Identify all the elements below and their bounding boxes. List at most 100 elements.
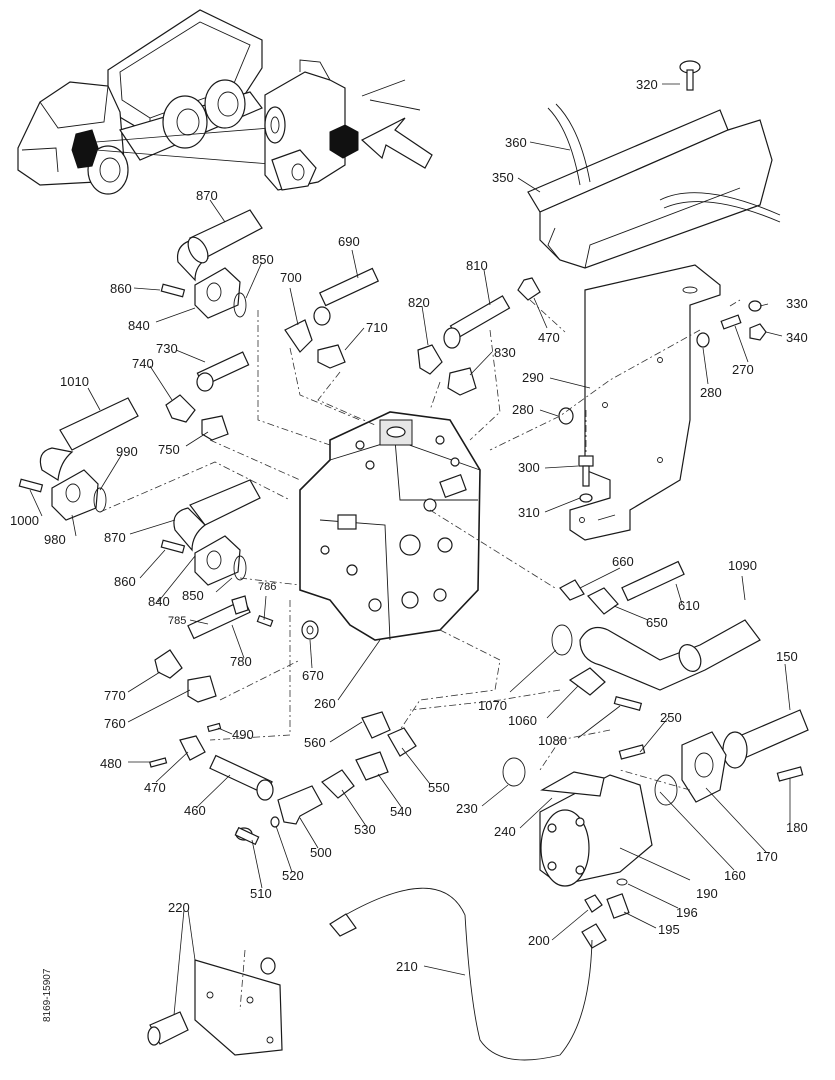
callout-260: 260 [314,696,336,711]
callout-786: 786 [258,581,276,593]
callout-540: 540 [390,804,412,819]
fitting-730-740-750 [165,351,250,441]
bolt-320 [679,60,701,91]
plug-670 [301,620,319,640]
callout-980: 980 [44,532,66,547]
callout-660: 660 [612,554,634,569]
callout-520: 520 [282,868,304,883]
callout-195: 195 [658,922,680,937]
callout-470a: 470 [538,330,560,345]
valve-block-260 [299,411,481,641]
callout-360: 360 [505,135,527,150]
fitting-810-820-830-470 [417,277,541,396]
hose-870-upper [176,209,263,282]
callout-870a: 870 [196,188,218,203]
callout-196: 196 [676,905,698,920]
bracket-290 [569,264,721,541]
callout-760: 760 [104,716,126,731]
callout-1060: 1060 [508,713,537,728]
callout-220: 220 [168,900,190,915]
callout-840b: 840 [148,594,170,609]
bolt-300-washer-310 [578,455,594,503]
callout-780: 780 [230,654,252,669]
callout-860a: 860 [110,281,132,296]
callout-290: 290 [522,370,544,385]
callout-480: 480 [100,756,122,771]
fitting-690-700-710 [284,267,380,369]
callout-170: 170 [756,849,778,864]
callout-1010: 1010 [60,374,89,389]
callout-250: 250 [660,710,682,725]
callout-870b: 870 [104,530,126,545]
callout-470b: 470 [144,780,166,795]
flange-840-860-850-upper [160,267,247,319]
callout-650: 650 [646,615,668,630]
callout-270: 270 [732,362,754,377]
hose-360 [547,103,781,223]
hose-780-fittings [154,595,274,703]
callout-200: 200 [528,933,550,948]
mounting-rail-350 [527,109,773,269]
callout-840a: 840 [128,318,150,333]
callout-785: 785 [168,615,186,627]
callout-830: 830 [494,345,516,360]
callout-340: 340 [786,330,808,345]
bolt-270-washers [696,300,767,348]
callout-500: 500 [310,845,332,860]
bracket-220 [147,957,283,1056]
sensor-195-196-200 [581,878,630,949]
hose-1090-pipe-1060 [551,619,761,696]
hose-870-lower-flange-840-850 [160,479,261,586]
leader-lines [29,83,791,1016]
callout-350: 350 [492,170,514,185]
o-ring-230 [502,757,526,787]
callout-1080: 1080 [538,733,567,748]
callout-230: 230 [456,801,478,816]
callout-730: 730 [156,341,178,356]
callout-810: 810 [466,258,488,273]
callout-690: 690 [338,234,360,249]
fitting-660-650-hose-610 [559,560,685,615]
locator-view-truck [17,9,271,195]
cable-210 [329,887,593,1061]
callout-1070: 1070 [478,698,507,713]
callout-990: 990 [116,444,138,459]
callout-330: 330 [786,296,808,311]
callout-770: 770 [104,688,126,703]
callout-530: 530 [354,822,376,837]
callout-210: 210 [396,959,418,974]
callout-860b: 860 [114,574,136,589]
callout-490: 490 [232,727,254,742]
callout-700: 700 [280,270,302,285]
callout-850a: 850 [252,252,274,267]
callout-labels: 320 360 350 870 690 810 850 860 700 820 470 330 840 7… [10,77,808,974]
assembly-center-lines [99,299,741,1011]
tee-500-fittings [234,711,417,846]
callout-560: 560 [304,735,326,750]
callout-820: 820 [408,295,430,310]
callout-240: 240 [494,824,516,839]
drawing-number: 8169-15907 [42,968,53,1022]
callout-1000: 1000 [10,513,39,528]
callout-150: 150 [776,649,798,664]
locator-detail-inset [264,59,433,191]
callout-180: 180 [786,820,808,835]
hose-460 [209,754,274,801]
washer-280 [558,407,574,425]
bolt-180 [776,766,804,782]
clip-470-bolts-480-490 [149,722,222,768]
callout-710: 710 [366,320,388,335]
callout-280a: 280 [700,385,722,400]
callout-460: 460 [184,803,206,818]
bolt-1080 [613,696,643,711]
callout-280b: 280 [512,402,534,417]
callout-740: 740 [132,356,154,371]
callout-190: 190 [696,886,718,901]
motor-190 [539,771,653,887]
callout-510: 510 [250,886,272,901]
hose-150-flange-170 [654,709,809,806]
callout-850b: 850 [182,588,204,603]
callout-750: 750 [158,442,180,457]
callout-320: 320 [636,77,658,92]
